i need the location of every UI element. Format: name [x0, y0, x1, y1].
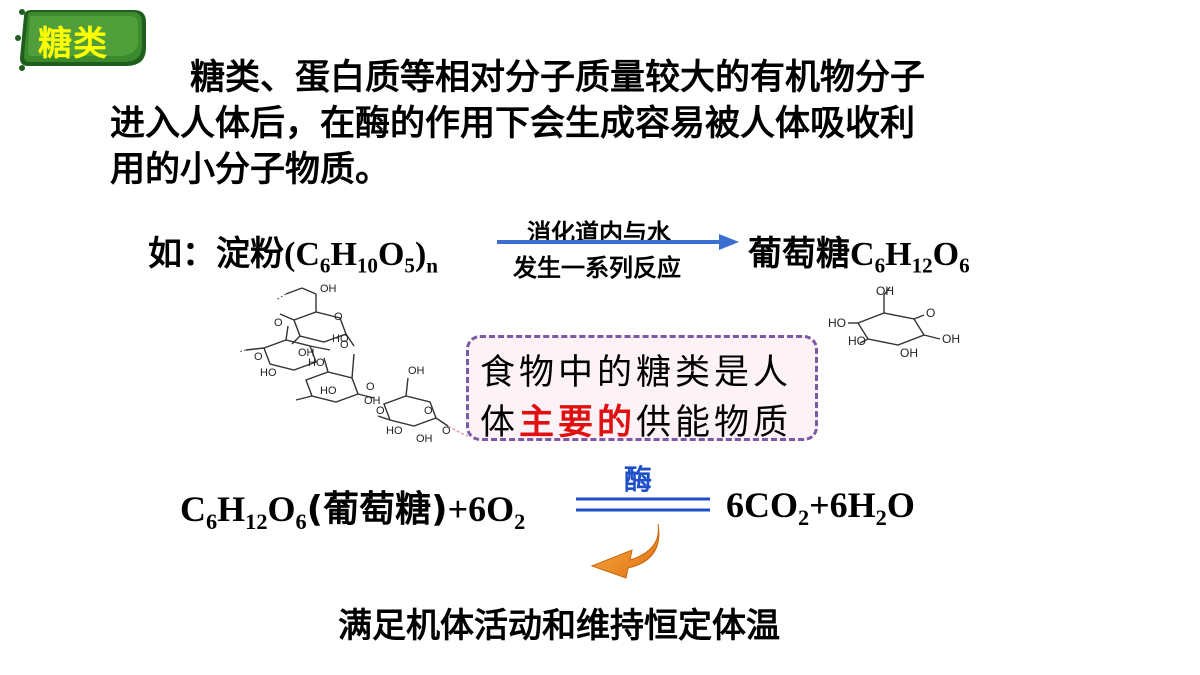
glucose-label: OH — [876, 284, 894, 298]
starch-label: HO — [260, 367, 277, 379]
starch-label: O — [424, 405, 433, 417]
callout-line-2: 体主要的供能物质 — [480, 394, 792, 445]
starch-label: O — [254, 351, 263, 363]
reaction1-prefix: 如：淀粉 — [148, 234, 284, 274]
paragraph-line-2: 进入人体后，在酶的作用下会生成容易被人体吸收利 — [110, 104, 916, 144]
glucose-o: O — [932, 236, 960, 273]
starch-c-sub: 6 — [319, 253, 331, 278]
starch-h: H — [330, 236, 357, 273]
r2-water: +6H — [809, 485, 876, 525]
curved-down-left-arrow-icon — [590, 523, 660, 579]
glucose-label: OH — [900, 346, 918, 360]
starch-label: HO — [320, 385, 337, 397]
starch-label: O — [376, 405, 385, 417]
starch-label: HO — [332, 333, 349, 345]
starch-label: OH — [320, 283, 337, 295]
glucose-molecule-diagram: OH HO O HO OH OH — [828, 284, 960, 360]
starch-molecule-diagram: OH O O O HO OH O HO HO O HO OH OH O O HO… — [237, 283, 469, 445]
callout-highlight: 主要的 — [519, 403, 637, 443]
r2-oxygen-sub: 2 — [514, 508, 526, 534]
starch-o: O — [377, 236, 405, 273]
callout-line-1: 食物中的糖类是人 — [480, 353, 793, 393]
starch-n-sub: n — [426, 253, 439, 278]
callout-box — [466, 335, 818, 441]
starch-label: O — [366, 381, 375, 393]
r2-glucose-name: (葡萄糖) — [306, 489, 448, 530]
callout-line-2-post: 供能物质 — [636, 403, 793, 443]
starch-label: HO — [386, 425, 403, 437]
starch-label: O — [442, 425, 451, 437]
r2-co2-sub: 2 — [798, 504, 810, 530]
glucose-formula: C6H12O6 — [850, 236, 970, 277]
glucose-name: 葡萄糖 — [748, 234, 850, 274]
glucose-product: 葡萄糖C6H12O6 — [748, 226, 970, 278]
r2-o: O — [267, 489, 296, 529]
r2-h-sub: 12 — [245, 508, 268, 534]
glucose-h-sub: 12 — [911, 253, 933, 278]
glucose-c-sub: 6 — [874, 253, 886, 278]
section-badge — [15, 9, 146, 71]
starch-label: OH — [364, 395, 381, 407]
starch-formula-close: ) — [414, 236, 427, 273]
starch-label: OH — [408, 365, 425, 377]
starch-label: HO — [308, 357, 325, 369]
glucose-label: HO — [848, 334, 866, 348]
starch-reactant: 如：淀粉(C6H10O5)n — [148, 226, 438, 278]
glucose-label: O — [926, 306, 935, 320]
r2-c-sub: 6 — [206, 508, 218, 534]
r2-water-sub: 2 — [875, 504, 887, 530]
equals-icon — [576, 497, 710, 512]
r2-water-o: O — [886, 485, 915, 525]
starch-o-sub: 5 — [404, 253, 415, 278]
right-arrow-icon — [497, 234, 739, 250]
section-badge-label: 糖类 — [38, 24, 108, 64]
starch-label: O — [334, 311, 343, 323]
r2-o-sub: 6 — [295, 508, 307, 534]
starch-label: OH — [416, 433, 433, 445]
r2-co2: 6CO — [726, 485, 798, 525]
callout-line-2-pre: 体 — [480, 403, 520, 443]
respiration-reactants: C6H12O6(葡萄糖)+6O2 — [180, 480, 525, 535]
conclusion-text: 满足机体活动和维持恒定体温 — [338, 606, 780, 646]
starch-h-sub: 10 — [356, 253, 378, 278]
catalyst-label: 酶 — [624, 463, 653, 496]
r2-c: C — [180, 489, 206, 529]
respiration-products: 6CO2+6H2O — [726, 484, 915, 531]
reaction1-condition-bottom: 发生一系列反应 — [513, 254, 681, 282]
starch-formula-open: (C — [284, 236, 320, 273]
starch-formula: (C6H10O5)n — [284, 236, 438, 277]
starch-label: OH — [298, 347, 315, 359]
r2-oxygen: +6O — [447, 489, 515, 529]
glucose-h: H — [885, 236, 912, 273]
starch-label: O — [340, 339, 349, 351]
r2-h: H — [217, 489, 246, 529]
glucose-o-sub: 6 — [959, 253, 970, 278]
glucose-label: OH — [942, 332, 960, 346]
paragraph-line-3: 用的小分子物质。 — [110, 150, 391, 190]
glucose-label: HO — [828, 316, 846, 330]
starch-label: O — [274, 317, 283, 329]
paragraph-line-1: 糖类、蛋白质等相对分子质量较大的有机物分子 — [190, 58, 926, 98]
glucose-c: C — [850, 236, 875, 273]
